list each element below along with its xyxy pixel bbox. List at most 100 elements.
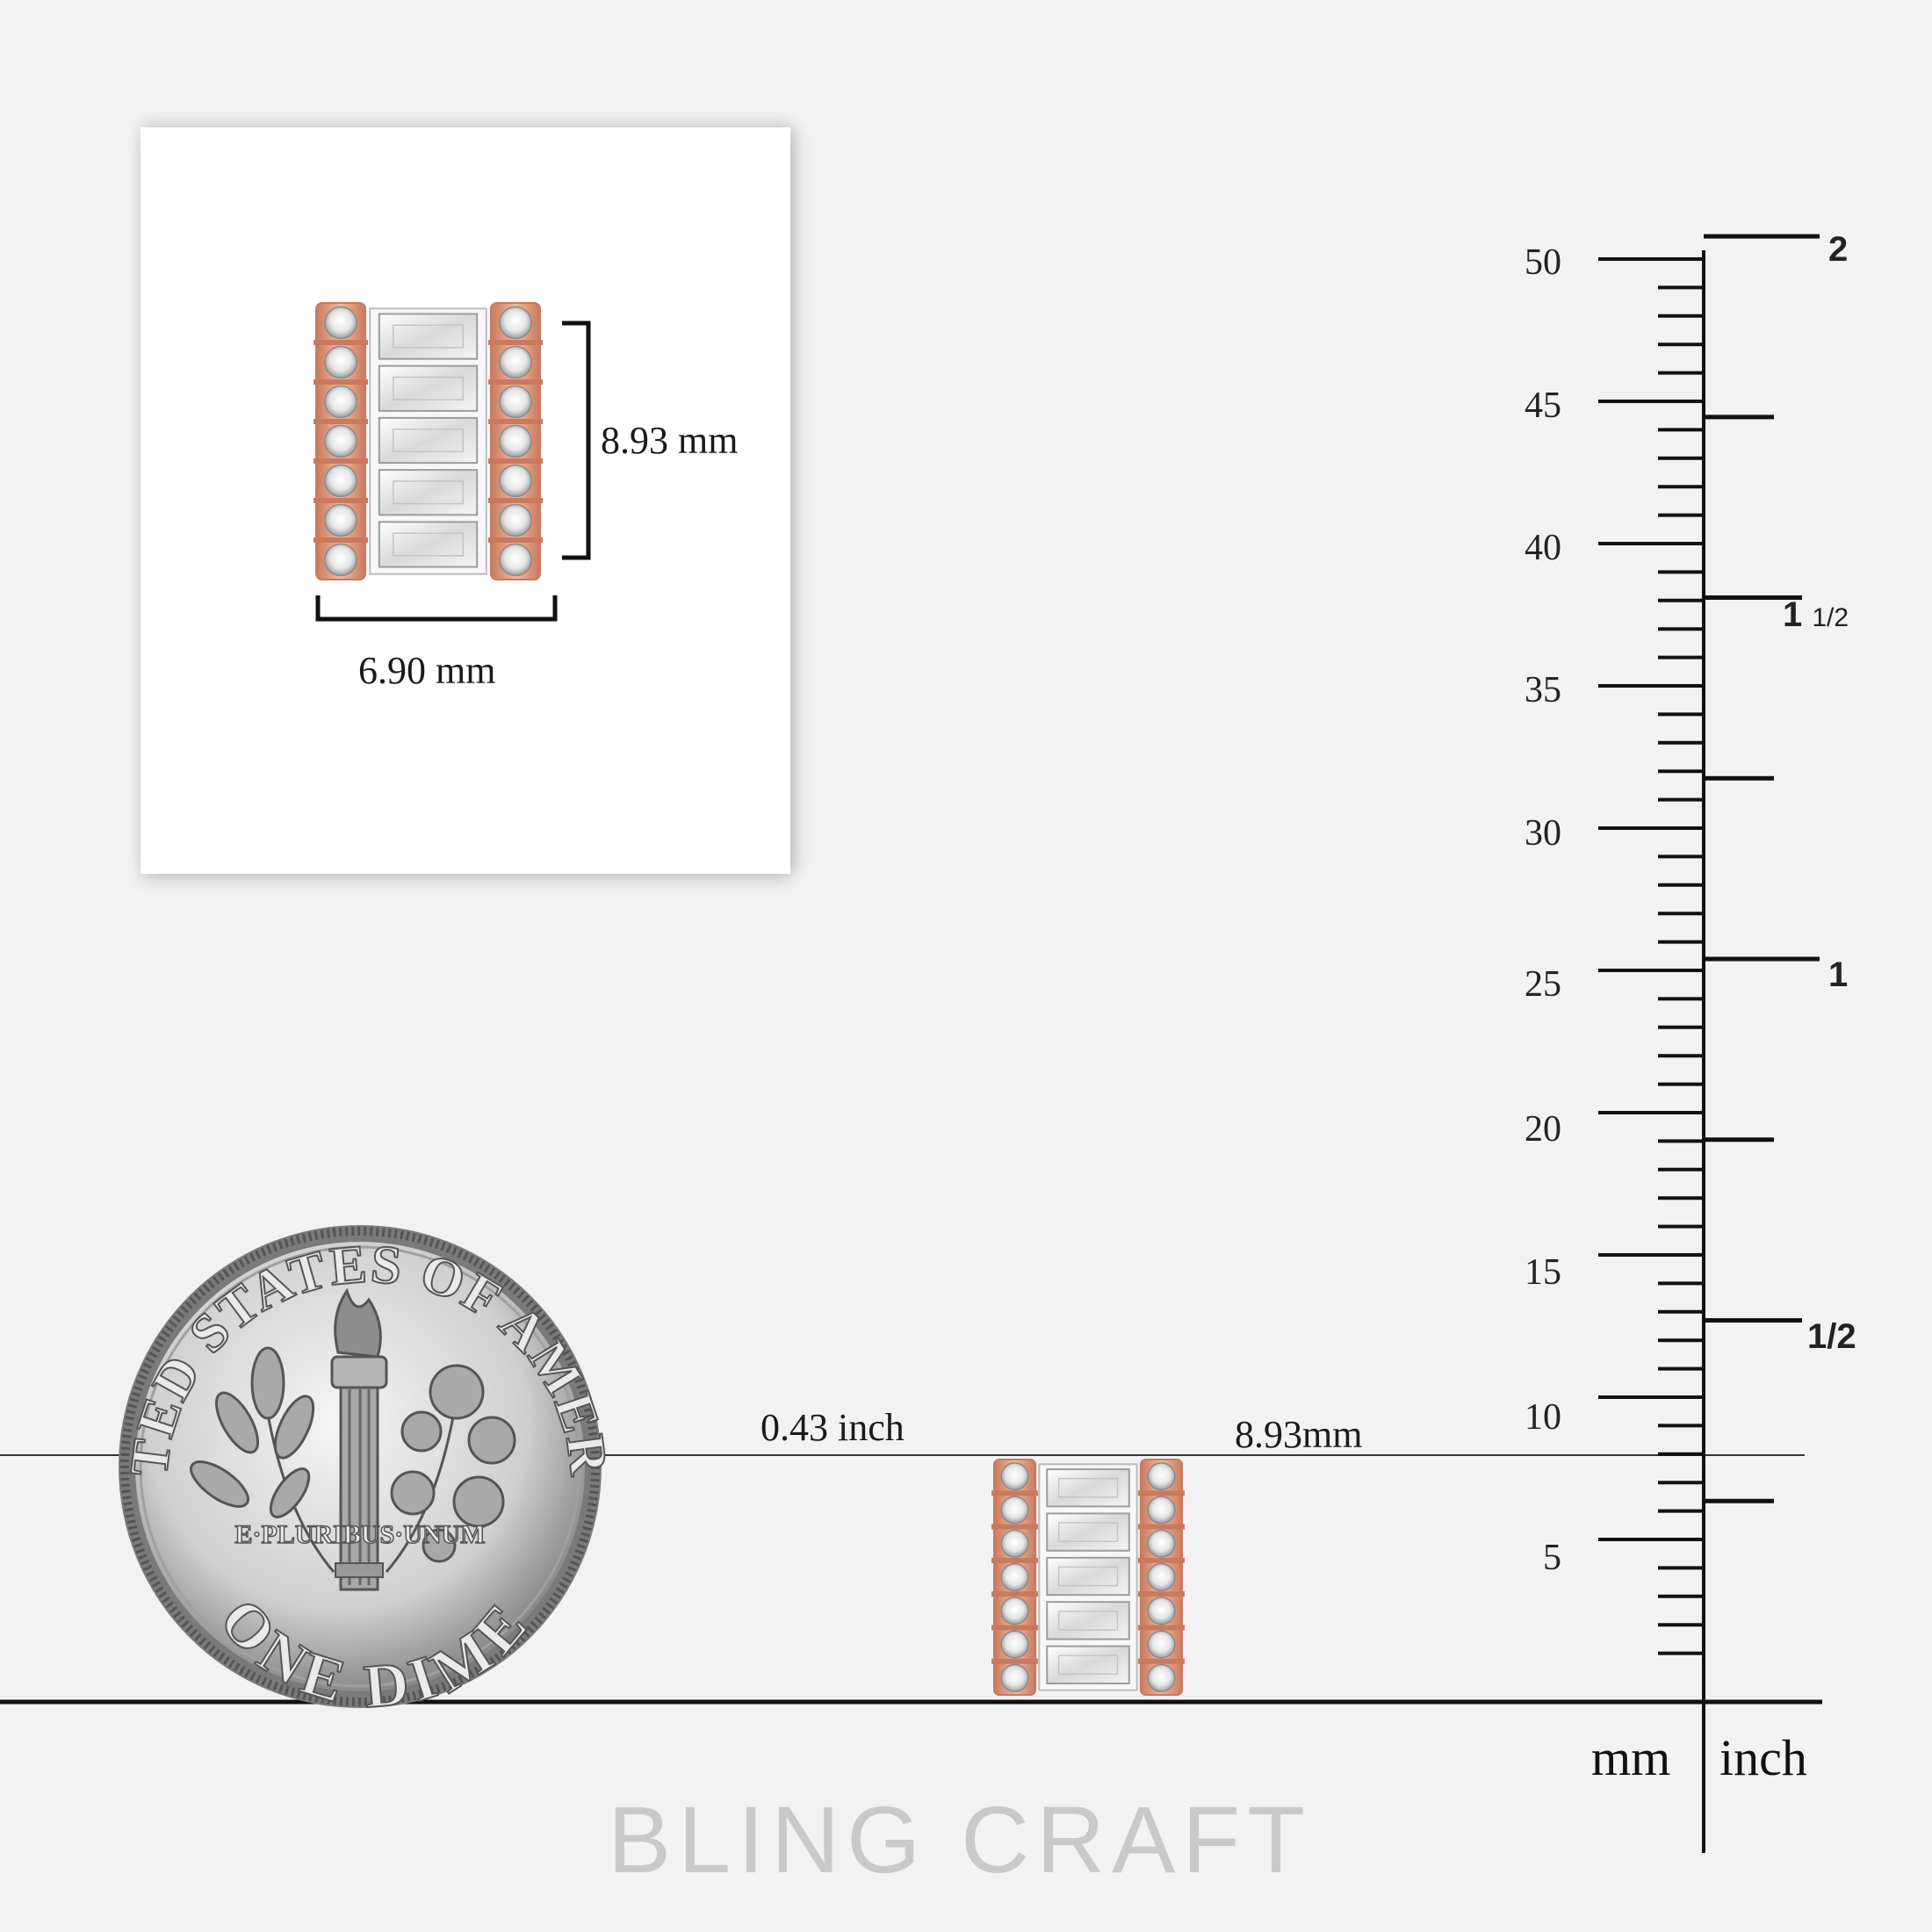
ruler-mm-25: 25 xyxy=(1525,964,1561,1005)
olive-branch-icon xyxy=(190,1346,335,1573)
baguette-facet xyxy=(392,480,465,505)
width-dimension-bracket xyxy=(315,595,558,622)
ruler-mm-15: 15 xyxy=(1525,1252,1561,1293)
round-diamond xyxy=(1000,1462,1029,1491)
baguette-diamond xyxy=(1046,1468,1130,1508)
prong xyxy=(314,498,369,503)
torch-icon xyxy=(330,1287,388,1591)
round-diamond xyxy=(1000,1630,1029,1659)
round-diamond xyxy=(1000,1663,1029,1692)
round-diamond xyxy=(1147,1597,1176,1626)
mm-measure-label: 8.93mm xyxy=(1235,1413,1363,1456)
baguette-facet xyxy=(1057,1611,1119,1631)
coin-motto-text: E·PLURIBUS·UNUM xyxy=(234,1520,485,1549)
baguette-facet xyxy=(392,324,465,349)
round-diamond xyxy=(1000,1562,1029,1592)
height-label: 8.93 mm xyxy=(601,419,739,462)
width-label: 6.90 mm xyxy=(358,649,496,692)
round-diamond xyxy=(324,385,357,419)
ruler-mm-20: 20 xyxy=(1525,1109,1561,1150)
prong xyxy=(314,537,369,543)
round-diamond xyxy=(1147,1630,1176,1659)
prong xyxy=(314,458,369,464)
ruler-inch-1-2: 1/2 xyxy=(1807,1317,1856,1356)
prong xyxy=(487,340,543,345)
round-diamond xyxy=(499,464,532,498)
prong xyxy=(487,458,543,464)
round-diamond xyxy=(499,306,532,340)
baguette-diamond xyxy=(1046,1645,1130,1684)
ruler-inch-2: 2 xyxy=(1828,230,1849,269)
ruler-mm-10: 10 xyxy=(1525,1397,1561,1438)
baguette-diamond xyxy=(378,313,479,360)
round-diamond xyxy=(324,424,357,458)
prong xyxy=(1137,1625,1185,1631)
prong xyxy=(1137,1490,1185,1496)
round-diamond xyxy=(499,424,532,458)
baguette-facet xyxy=(392,428,465,453)
ruler-mm-35: 35 xyxy=(1525,670,1561,710)
prong xyxy=(487,537,543,543)
unit-inch-label: inch xyxy=(1719,1729,1807,1786)
baguette-diamond xyxy=(378,416,479,465)
round-diamond xyxy=(499,345,532,379)
earring-image-actual-size xyxy=(991,1459,1185,1696)
prong xyxy=(1137,1524,1185,1530)
round-diamond xyxy=(324,464,357,498)
ruler-mm-50: 50 xyxy=(1525,242,1561,283)
prong xyxy=(487,419,543,424)
ruler-mm-40: 40 xyxy=(1525,528,1561,568)
prong xyxy=(314,419,369,424)
prong xyxy=(314,340,369,345)
baguette-diamond xyxy=(378,521,479,568)
round-diamond xyxy=(499,543,532,577)
round-diamond xyxy=(499,503,532,537)
prong xyxy=(991,1490,1039,1496)
height-dimension-bracket xyxy=(562,321,591,560)
baguette-diamond xyxy=(1046,1601,1130,1640)
round-diamond xyxy=(1000,1597,1029,1626)
baguette-diamond xyxy=(1046,1512,1130,1552)
dime-coin: UNITED STATES OF AMERICA ONE DIME E·PLUR… xyxy=(0,0,619,1722)
prong xyxy=(991,1625,1039,1631)
round-diamond xyxy=(499,385,532,419)
prong xyxy=(487,379,543,385)
oak-branch-icon xyxy=(385,1364,516,1573)
coin-top-text: UNITED STATES OF AMERICA xyxy=(0,0,619,1480)
baguette-diamond xyxy=(378,469,479,516)
brand-watermark: BLING CRAFT xyxy=(608,1786,1313,1892)
round-diamond xyxy=(324,543,357,577)
prong xyxy=(991,1524,1039,1530)
round-diamond xyxy=(1147,1529,1176,1558)
round-diamond xyxy=(1147,1462,1176,1491)
round-diamond xyxy=(1147,1663,1176,1692)
prong xyxy=(991,1591,1039,1597)
earring-image-large xyxy=(314,302,543,580)
baguette-facet xyxy=(1057,1522,1119,1542)
prong xyxy=(314,379,369,385)
round-diamond xyxy=(1000,1496,1029,1525)
ruler-mm-45: 45 xyxy=(1525,386,1561,426)
ruler-mm-30: 30 xyxy=(1525,813,1561,854)
baguette-facet xyxy=(1057,1477,1119,1498)
round-diamond xyxy=(324,306,357,340)
prong xyxy=(1137,1557,1185,1563)
baguette-facet xyxy=(392,376,465,400)
round-diamond xyxy=(1147,1562,1176,1592)
ruler-mm-5: 5 xyxy=(1543,1538,1561,1578)
prong xyxy=(1137,1658,1185,1664)
baguette-diamond xyxy=(378,364,479,412)
ruler-inch-1-1-2: 1 1/2 xyxy=(1783,595,1849,634)
baguette-facet xyxy=(1057,1566,1119,1587)
ruler-inch-1: 1 xyxy=(1828,955,1849,994)
round-diamond xyxy=(1000,1529,1029,1558)
round-diamond xyxy=(1147,1496,1176,1525)
round-diamond xyxy=(324,345,357,379)
prong xyxy=(1137,1591,1185,1597)
prong xyxy=(991,1557,1039,1563)
inch-measure-label: 0.43 inch xyxy=(761,1406,905,1449)
unit-mm-label: mm xyxy=(1591,1729,1671,1786)
round-diamond xyxy=(324,503,357,537)
ruler xyxy=(1598,234,1820,1853)
